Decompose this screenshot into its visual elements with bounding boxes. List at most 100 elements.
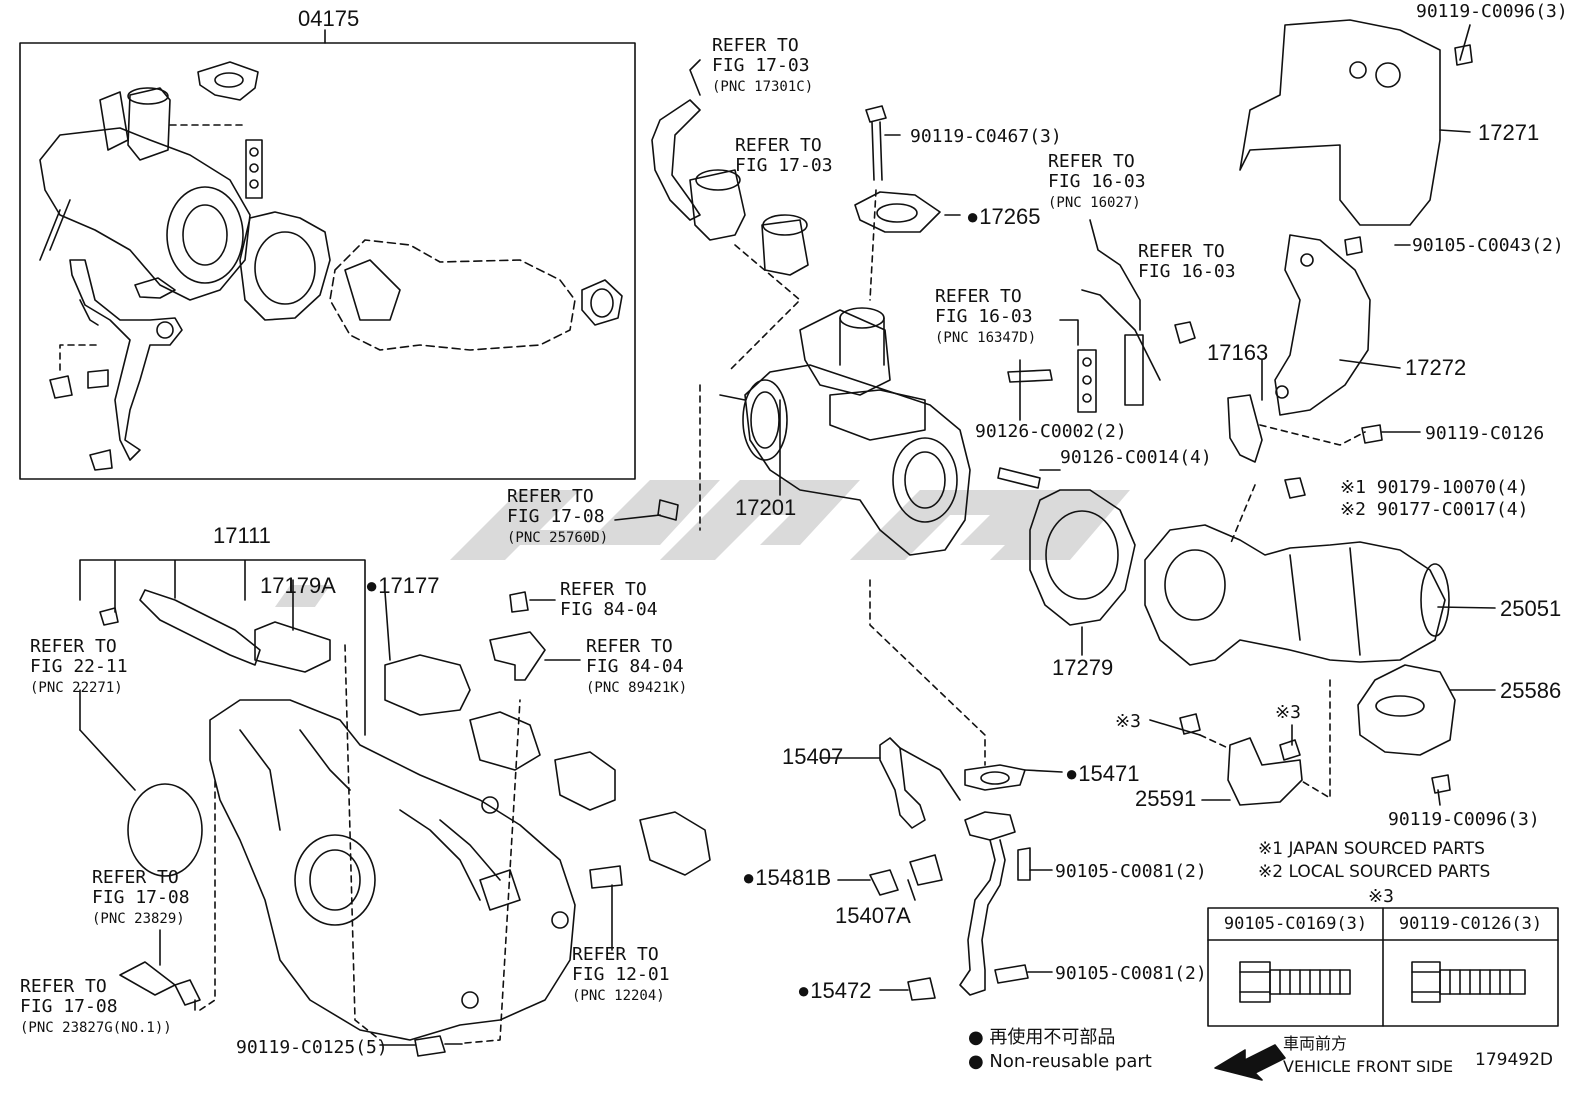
label-25586: 25586 [1500, 678, 1562, 703]
bolt-mark3-b [1279, 739, 1301, 761]
kit-housing [329, 239, 576, 351]
label-17177: ●17177 [365, 573, 440, 598]
label-17111: 17111 [213, 523, 271, 548]
table-mark-3: ※3 [1368, 886, 1394, 907]
turbocharger-17201 [719, 307, 971, 556]
hose-bracket [1124, 334, 1144, 406]
bolt-90119-C0467 [865, 105, 887, 181]
label-17279: 17279 [1052, 655, 1114, 680]
stud-90126-C0014 [997, 467, 1041, 489]
bracket-17163 [1227, 394, 1263, 463]
bolt-90119-C0125 [414, 1035, 463, 1057]
bolt-90119-C0126 [1361, 424, 1383, 444]
bolt-84-04 [509, 591, 529, 613]
label-25591: 25591 [1135, 786, 1197, 811]
label-90105-C0043: 90105-C0043(2) [1412, 235, 1564, 256]
label-25051: 25051 [1500, 596, 1562, 621]
o-ring-22271 [127, 783, 203, 877]
leader-lines [79, 24, 1496, 1046]
table-header-90119-C0126: 90119-C0126(3) [1398, 914, 1543, 934]
label-17179A: 17179A [260, 573, 336, 598]
pipe-25760D [657, 499, 679, 521]
kit-nut [49, 375, 73, 399]
note-local-sourced: ※2 LOCAL SOURCED PARTS [1258, 862, 1491, 882]
bolt-90119-C0096-bot [1431, 774, 1451, 794]
label-90179-10070: ※1 90179-10070(4) [1340, 477, 1529, 498]
nut-90179-10070 [1284, 477, 1306, 499]
table-bolt-2-icon [1411, 961, 1526, 1003]
sensor-12204 [589, 865, 623, 889]
kit-gasket-top [197, 61, 259, 101]
pcv-hose-17179 [139, 589, 261, 666]
kit-oil-pipe [69, 259, 183, 461]
kit-small-gasket [134, 277, 176, 299]
front-arrow-icon [1214, 1044, 1286, 1081]
label-90177-C0017: ※2 90177-C0017(4) [1340, 499, 1529, 520]
label-17272: 17272 [1405, 355, 1467, 380]
bolt-mark3-a [1179, 713, 1201, 735]
intake-elbow [689, 169, 746, 241]
label-17201: 17201 [735, 495, 797, 520]
bolt-90119-C0096-top [1454, 44, 1473, 66]
kit-box-04175 [19, 42, 636, 480]
gasket-17265 [854, 191, 941, 233]
front-side-jp: 車両前方 [1283, 1034, 1348, 1053]
hose-clamp [761, 219, 809, 276]
label-17271: 17271 [1478, 120, 1540, 145]
bolt-90105-C0081-a [1017, 847, 1031, 881]
kit-turbo-sketch [39, 87, 251, 301]
oil-hose-16027 [1089, 219, 1141, 331]
label-90105-C0081-b: 90105-C0081(2) [1055, 963, 1207, 984]
stud-90126-C0002 [1007, 369, 1053, 383]
mark-3-a: ※3 [1115, 711, 1141, 732]
label-15472: ●15472 [797, 978, 872, 1003]
label-90119-C0125: 90119-C0125(5) [236, 1037, 388, 1058]
front-side-en: VEHICLE FRONT SIDE [1283, 1057, 1454, 1076]
label-90119-C0467: 90119-C0467(3) [910, 126, 1062, 147]
label-90119-C0096-top: 90119-C0096(3) [1416, 1, 1568, 22]
label-15481B: ●15481B [742, 865, 832, 890]
nut-16-03 [1174, 321, 1196, 344]
fitting-23827G [174, 979, 201, 1006]
bolt-90105-C0043 [1344, 236, 1363, 256]
watermark [274, 480, 1130, 607]
label-17163: 17163 [1207, 340, 1269, 365]
intake-hose [651, 99, 701, 221]
oil-pipe-15407 [879, 737, 926, 829]
kit-seal-ring [581, 279, 623, 326]
gasket-17279 [1029, 489, 1136, 626]
pipe-flange [964, 811, 1016, 841]
label-15407A: 15407A [835, 903, 911, 928]
label-90126-C0002: 90126-C0002(2) [975, 421, 1127, 442]
sensor-89421K [489, 631, 546, 681]
label-90119-C0126: 90119-C0126 [1425, 423, 1545, 444]
gasket-17177 [384, 654, 471, 716]
legend-non-reusable-jp: ● 再使用不可部品 [968, 1027, 1116, 1048]
union-15481B [869, 869, 899, 896]
label-17265: ●17265 [966, 204, 1041, 229]
bracket-25591 [1227, 737, 1303, 806]
figure-id: 179492D [1475, 1050, 1553, 1070]
label-90105-C0081-a: 90105-C0081(2) [1055, 861, 1207, 882]
kit-gasket-strip [245, 139, 263, 199]
label-15407: 15407 [782, 744, 844, 769]
gasket-17179A [254, 621, 331, 673]
label-90126-C0014: 90126-C0014(4) [1060, 447, 1212, 468]
label-15471: ●15471 [1065, 761, 1140, 786]
nut-22271 [99, 607, 119, 626]
gasket-15471 [964, 764, 1026, 791]
label-04175: 04175 [298, 6, 360, 31]
